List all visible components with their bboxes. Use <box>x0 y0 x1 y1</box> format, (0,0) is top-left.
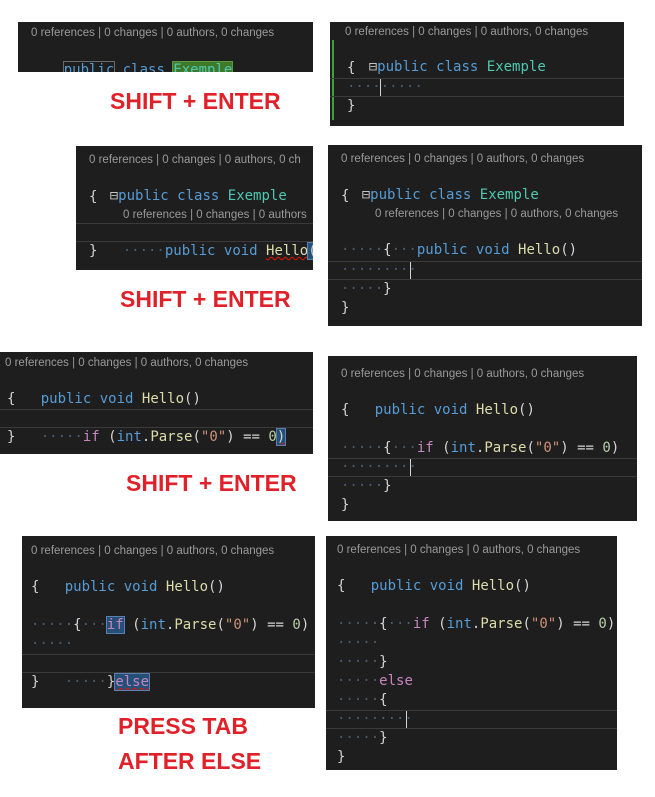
fold-icon[interactable]: ⊟ <box>368 59 378 75</box>
keyword-else: else <box>379 673 413 689</box>
codelens[interactable]: 0 references | 0 changes | 0 authors, 0 … <box>89 154 301 166</box>
method-name-hello: Hello <box>165 579 209 595</box>
instruction-step-3: SHIFT + ENTER <box>126 470 297 496</box>
method-name-hello: Hello <box>471 578 515 594</box>
editor-panel-3: 0 references | 0 changes | 0 authors, 0 … <box>76 146 313 270</box>
codelens[interactable]: 0 references | 0 changes | 0 authors, 0 … <box>345 26 589 38</box>
method-name-hello: Hello <box>266 243 309 259</box>
text-cursor <box>410 459 411 476</box>
codelens[interactable]: 0 references | 0 changes | 0 authors, 0 … <box>341 153 585 165</box>
editor-panel-4: 0 references | 0 changes | 0 authors, 0 … <box>328 145 642 326</box>
class-name-exemple[interactable]: Exemple <box>172 61 234 72</box>
method-name-hello: Hello <box>141 391 185 407</box>
current-line <box>330 78 624 97</box>
editor-panel-1: 0 references | 0 changes | 0 authors, 0 … <box>18 22 313 72</box>
keyword-else: else <box>114 673 151 691</box>
method-name-hello: Hello <box>518 242 561 258</box>
codelens[interactable]: 0 references | 0 changes | 0 authors, 0 … <box>341 368 585 380</box>
keyword-public: public <box>62 61 116 72</box>
editor-panel-2: 0 references | 0 changes | 0 authors, 0 … <box>330 22 624 126</box>
editor-panel-7: 0 references | 0 changes | 0 authors, 0 … <box>22 536 315 708</box>
codelens[interactable]: 0 references | 0 changes | 0 authors, 0 … <box>337 544 581 556</box>
keyword-if: if <box>412 616 430 632</box>
instruction-step-4-line-2: AFTER ELSE <box>118 748 262 774</box>
keyword-if: if <box>105 616 125 634</box>
codelens[interactable]: 0 references | 0 changes | 0 authors, 0 … <box>31 27 275 39</box>
keyword-if: if <box>82 429 100 445</box>
method-name-hello: Hello <box>475 402 519 418</box>
editor-panel-5: 0 references | 0 changes | 0 authors, 0 … <box>0 352 313 454</box>
codelens[interactable]: 0 references | 0 changes | 0 authors, 0 … <box>31 545 275 557</box>
editor-panel-8: 0 references | 0 changes | 0 authors, 0 … <box>326 536 617 770</box>
codelens-method[interactable]: 0 references | 0 changes | 0 authors <box>123 209 307 221</box>
class-name-exemple: Exemple <box>486 59 546 75</box>
instruction-step-1: SHIFT + ENTER <box>110 88 281 114</box>
codelens[interactable]: 0 references | 0 changes | 0 authors, 0 … <box>5 357 249 369</box>
text-cursor <box>380 79 381 96</box>
change-indicator <box>332 40 334 120</box>
instruction-step-2: SHIFT + ENTER <box>120 286 291 312</box>
codelens-method[interactable]: 0 references | 0 changes | 0 authors, 0 … <box>375 208 619 220</box>
editor-panel-6: 0 references | 0 changes | 0 authors, 0 … <box>328 356 637 521</box>
text-cursor <box>406 711 407 728</box>
keyword-if: if <box>416 440 434 456</box>
text-cursor <box>410 262 411 279</box>
instruction-step-4-line-1: PRESS TAB <box>118 713 248 739</box>
keyword-class: class <box>122 62 165 72</box>
